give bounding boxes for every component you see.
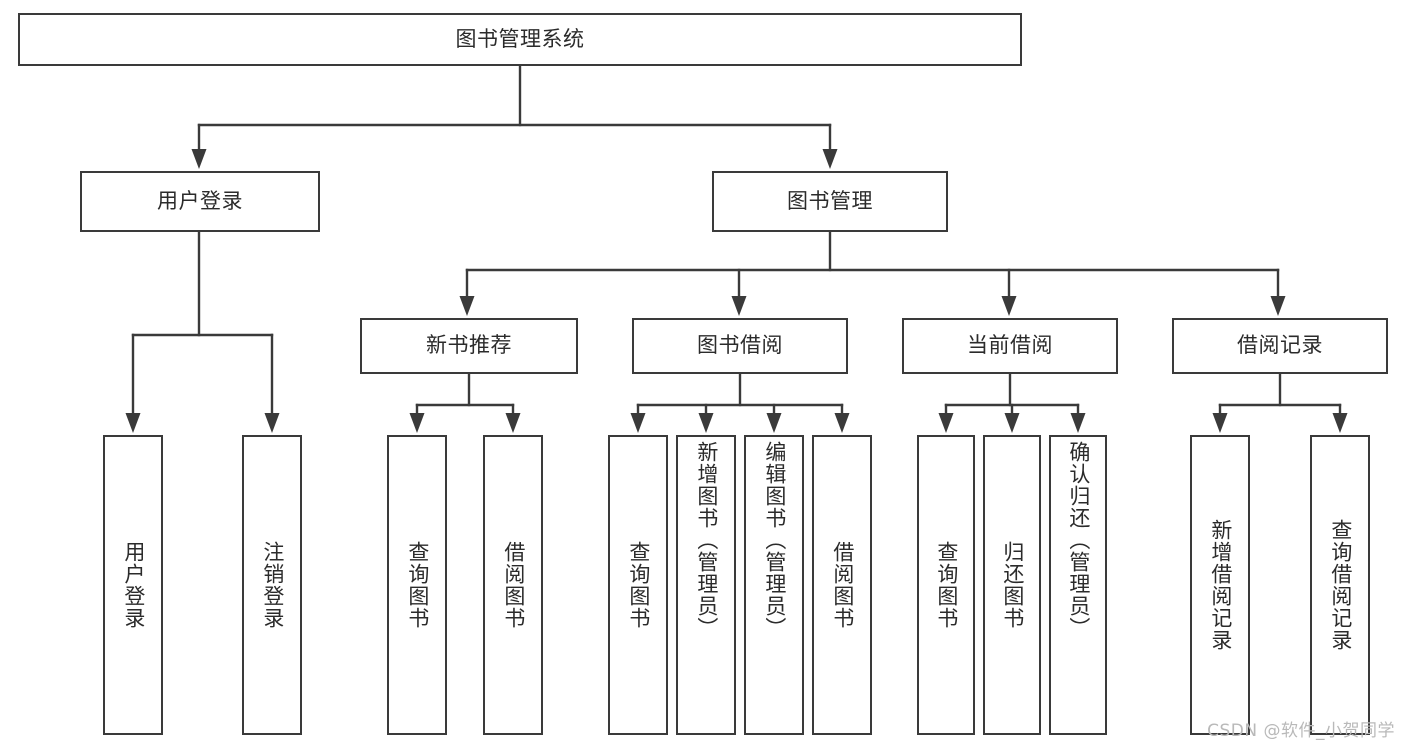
node-label: 归还图书 <box>1000 541 1025 629</box>
leaf-node-box[interactable]: 新增借阅记录 <box>1190 435 1250 735</box>
leaf-node-box[interactable]: 查询图书 <box>387 435 447 735</box>
arrow-head-icon <box>731 296 747 316</box>
node-label: 查询借阅记录 <box>1328 519 1353 651</box>
leaf-node-box[interactable]: 归还图书 <box>983 435 1041 735</box>
node-label: 图书借阅 <box>697 333 783 358</box>
node-label: 借阅图书 <box>501 541 526 629</box>
node-label: 图书管理 <box>787 188 873 213</box>
root-node-box[interactable]: 图书管理系统 <box>18 13 1022 66</box>
node-label: 借阅图书 <box>830 541 855 629</box>
arrow-head-icon <box>822 149 838 169</box>
branch-node-box[interactable]: 图书管理 <box>712 171 948 232</box>
node-label: 查询图书 <box>405 541 430 629</box>
leaf-node-box[interactable]: 查询借阅记录 <box>1310 435 1370 735</box>
leaf-node-box[interactable]: 借阅图书 <box>483 435 543 735</box>
csdn-watermark: CSDN @软件_小贺同学 <box>1207 721 1395 741</box>
node-label: 查询图书 <box>626 541 651 629</box>
arrow-head-icon <box>1212 413 1228 433</box>
branch-node-box[interactable]: 新书推荐 <box>360 318 578 374</box>
node-label: 新增借阅记录 <box>1208 519 1233 651</box>
leaf-node-box[interactable]: 编辑图书（管理员） <box>744 435 804 735</box>
branch-node-box[interactable]: 借阅记录 <box>1172 318 1388 374</box>
arrow-head-icon <box>409 413 425 433</box>
node-label: 查询图书 <box>934 541 959 629</box>
arrow-head-icon <box>1004 413 1020 433</box>
arrow-head-icon <box>505 413 521 433</box>
node-label: 确认归还（管理员） <box>1066 441 1091 639</box>
arrow-head-icon <box>1001 296 1017 316</box>
node-label: 当前借阅 <box>967 333 1053 358</box>
node-label: 借阅记录 <box>1237 333 1323 358</box>
arrow-head-icon <box>125 413 141 433</box>
arrow-head-icon <box>938 413 954 433</box>
arrow-head-icon <box>1270 296 1286 316</box>
node-label: 编辑图书（管理员） <box>762 441 787 639</box>
arrow-head-icon <box>834 413 850 433</box>
branch-node-box[interactable]: 用户登录 <box>80 171 320 232</box>
arrow-head-icon <box>459 296 475 316</box>
arrow-head-icon <box>1070 413 1086 433</box>
leaf-node-box[interactable]: 借阅图书 <box>812 435 872 735</box>
arrow-head-icon <box>766 413 782 433</box>
arrow-head-icon <box>630 413 646 433</box>
arrow-head-icon <box>698 413 714 433</box>
node-label: 图书管理系统 <box>455 26 585 51</box>
node-label: 用户登录 <box>157 188 243 213</box>
arrow-head-icon <box>264 413 280 433</box>
leaf-node-box[interactable]: 新增图书（管理员） <box>676 435 736 735</box>
node-label: 新书推荐 <box>426 333 512 358</box>
leaf-node-box[interactable]: 查询图书 <box>608 435 668 735</box>
branch-node-box[interactable]: 当前借阅 <box>902 318 1118 374</box>
node-label: 用户登录 <box>121 541 146 629</box>
branch-node-box[interactable]: 图书借阅 <box>632 318 848 374</box>
node-label: 注销登录 <box>260 541 285 629</box>
leaf-node-box[interactable]: 确认归还（管理员） <box>1049 435 1107 735</box>
node-label: 新增图书（管理员） <box>694 441 719 639</box>
leaf-node-box[interactable]: 查询图书 <box>917 435 975 735</box>
arrow-head-icon <box>191 149 207 169</box>
leaf-node-box[interactable]: 注销登录 <box>242 435 302 735</box>
arrow-head-icon <box>1332 413 1348 433</box>
leaf-node-box[interactable]: 用户登录 <box>103 435 163 735</box>
